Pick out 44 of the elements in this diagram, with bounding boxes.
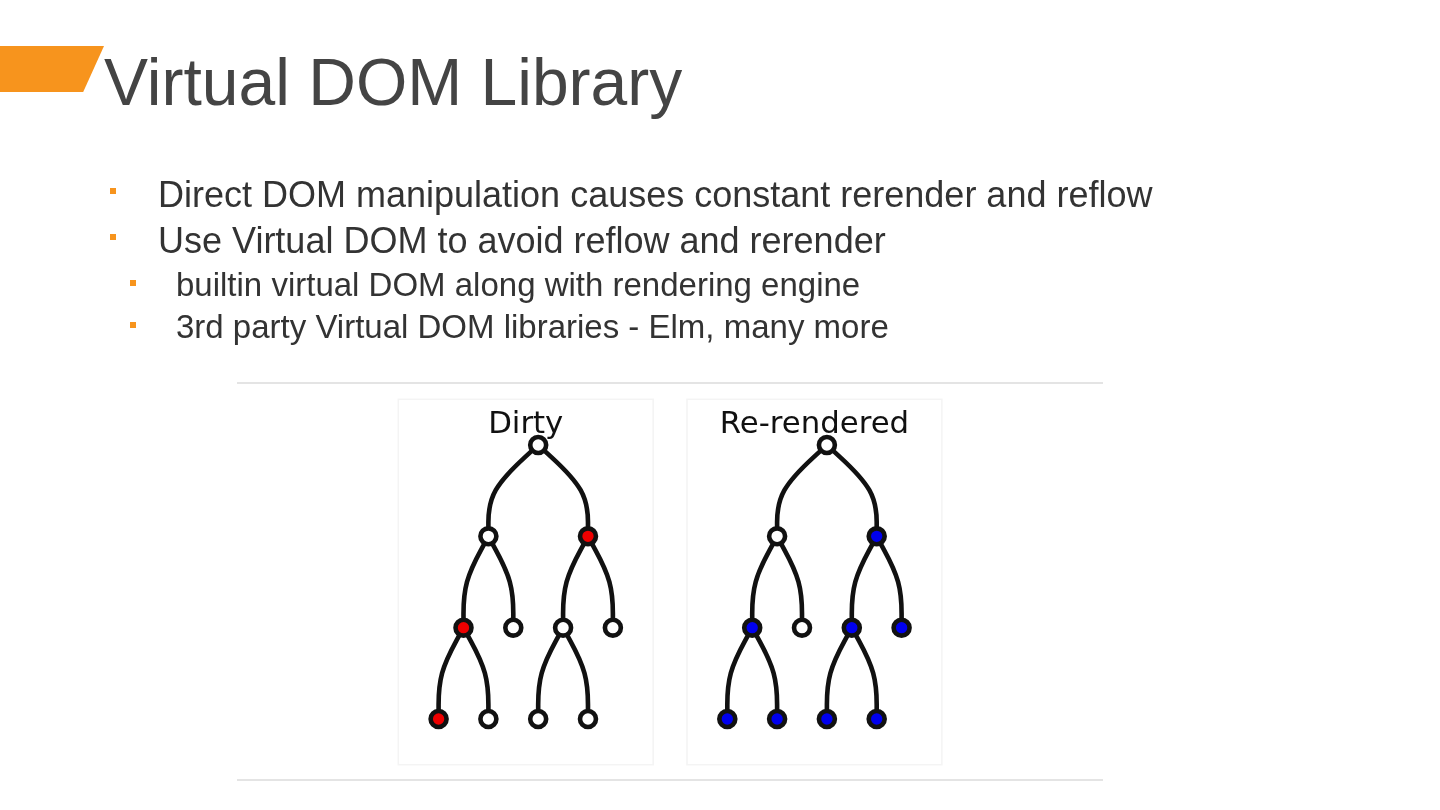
node-circle — [552, 616, 574, 638]
connector — [465, 633, 491, 711]
connector — [560, 541, 587, 620]
node-circle — [428, 708, 449, 729]
node-circle — [478, 708, 499, 729]
connector — [564, 633, 591, 711]
connector — [589, 541, 616, 620]
connector — [490, 541, 516, 620]
connector — [831, 448, 879, 528]
node-circle — [453, 616, 474, 638]
connector — [724, 633, 751, 711]
node-circle — [766, 708, 788, 729]
connector — [436, 633, 462, 711]
node-circle — [841, 616, 862, 638]
connector — [878, 541, 904, 620]
connector — [778, 541, 805, 620]
node-circle — [502, 616, 524, 638]
node-circle — [527, 708, 549, 729]
node-circle — [716, 708, 738, 729]
node-circle — [866, 525, 887, 547]
connector — [853, 633, 879, 711]
connector — [486, 448, 534, 528]
connector — [461, 541, 487, 620]
node-circle — [816, 434, 838, 455]
node-circle — [577, 525, 599, 547]
node-circle — [478, 525, 499, 547]
node-circle — [602, 616, 624, 638]
node-circle — [741, 616, 763, 638]
slide-title: Virtual DOM Library — [104, 44, 683, 120]
connector — [849, 541, 875, 620]
connector — [542, 448, 591, 528]
connector — [753, 633, 780, 711]
node-circle — [866, 708, 887, 729]
connector — [749, 541, 776, 620]
connector — [824, 633, 850, 711]
node-circle — [791, 616, 813, 638]
cluster: Dirty — [397, 398, 654, 765]
node-circle — [891, 616, 912, 638]
node-circle — [577, 708, 599, 729]
cluster: Re-rendered — [686, 398, 943, 765]
node-circle — [816, 708, 838, 729]
connector — [535, 633, 562, 711]
node-circle — [766, 525, 788, 547]
connector — [774, 448, 823, 528]
